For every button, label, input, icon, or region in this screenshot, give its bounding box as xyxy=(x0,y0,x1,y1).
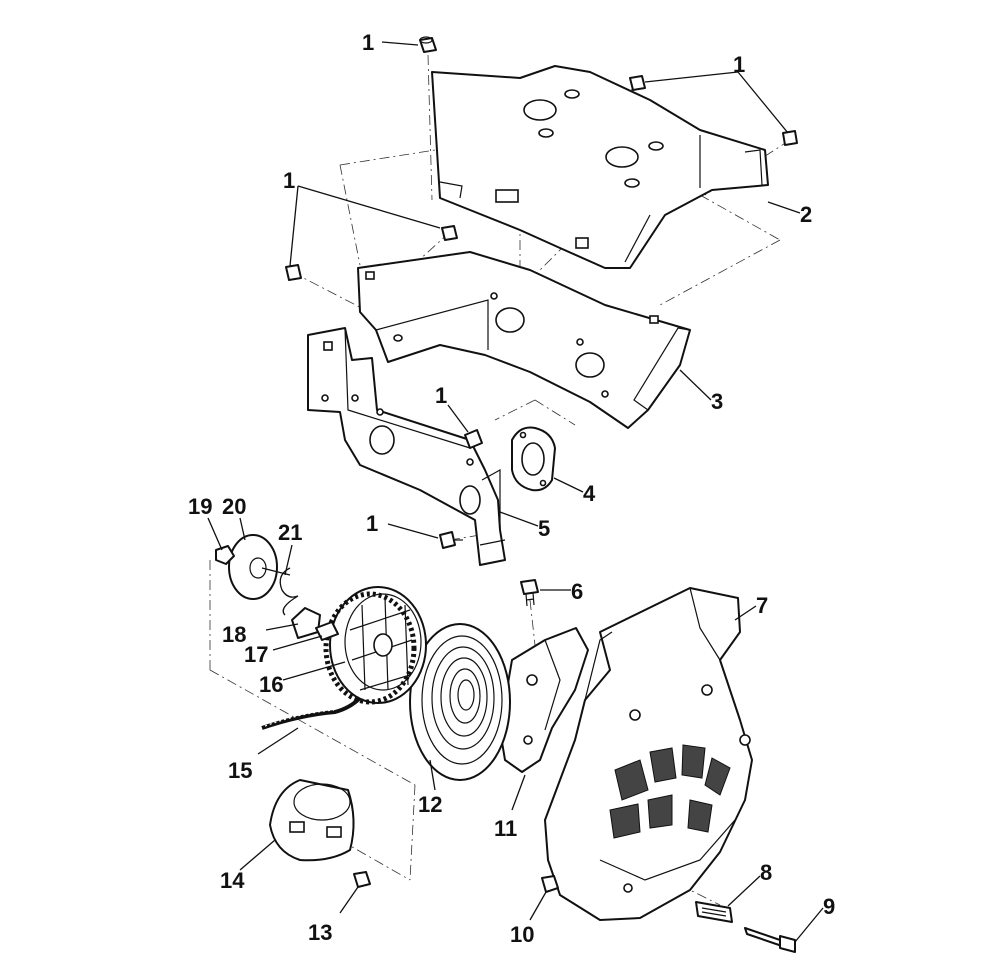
starter-cup xyxy=(269,779,355,862)
long-bolt xyxy=(744,927,796,953)
callout-labels: 1 1 1 1 1 2 3 4 5 6 7 8 9 10 11 12 13 14… xyxy=(188,30,835,947)
housing-nut xyxy=(541,875,559,893)
callout-8: 8 xyxy=(760,860,772,885)
nut xyxy=(215,545,235,565)
callout-6: 6 xyxy=(571,579,583,604)
callout-1-middle: 1 xyxy=(435,383,447,408)
recoil-spring xyxy=(409,623,511,781)
retainer xyxy=(695,901,733,923)
callout-1-top: 1 xyxy=(362,30,374,55)
leader-lines xyxy=(207,41,824,943)
callout-1-upper-right: 1 xyxy=(733,52,745,77)
callout-17: 17 xyxy=(244,642,268,667)
lower-shroud xyxy=(357,251,691,429)
screw-left-a xyxy=(441,225,458,241)
callout-9: 9 xyxy=(823,894,835,919)
callout-10: 10 xyxy=(510,922,534,947)
pawl-assembly xyxy=(291,607,339,641)
screw-middle xyxy=(464,429,483,449)
callout-13: 13 xyxy=(308,920,332,945)
clip-spring xyxy=(279,567,299,616)
callout-12: 12 xyxy=(418,792,442,817)
washer-plate xyxy=(228,534,291,600)
callout-14: 14 xyxy=(220,868,245,893)
starter-rope xyxy=(261,696,362,730)
callout-18: 18 xyxy=(222,622,246,647)
screw-set xyxy=(285,36,798,549)
callout-7: 7 xyxy=(756,593,768,618)
screw-left-b xyxy=(285,264,302,281)
gasket xyxy=(511,426,556,492)
side-bracket xyxy=(307,327,506,566)
callout-2: 2 xyxy=(800,202,812,227)
callout-5: 5 xyxy=(538,516,550,541)
callout-15: 15 xyxy=(228,758,252,783)
upper-shroud xyxy=(431,65,769,269)
callout-19: 19 xyxy=(188,494,212,519)
callout-3: 3 xyxy=(711,389,723,414)
fan-housing xyxy=(544,587,753,921)
bolt-6 xyxy=(520,579,539,607)
small-bolt xyxy=(353,871,371,888)
screw-lower xyxy=(439,531,463,549)
screw-upper-right-a xyxy=(629,75,646,91)
callout-21: 21 xyxy=(278,520,302,545)
screw-top xyxy=(419,36,437,53)
callout-4: 4 xyxy=(583,481,596,506)
starter-bracket xyxy=(499,627,589,773)
callout-16: 16 xyxy=(259,672,283,697)
callout-20: 20 xyxy=(222,494,246,519)
screw-upper-right-b xyxy=(782,130,798,146)
callout-11: 11 xyxy=(494,816,517,841)
starter-pulley xyxy=(323,586,427,705)
callout-1-left: 1 xyxy=(283,168,295,193)
callout-1-lower: 1 xyxy=(366,511,378,536)
